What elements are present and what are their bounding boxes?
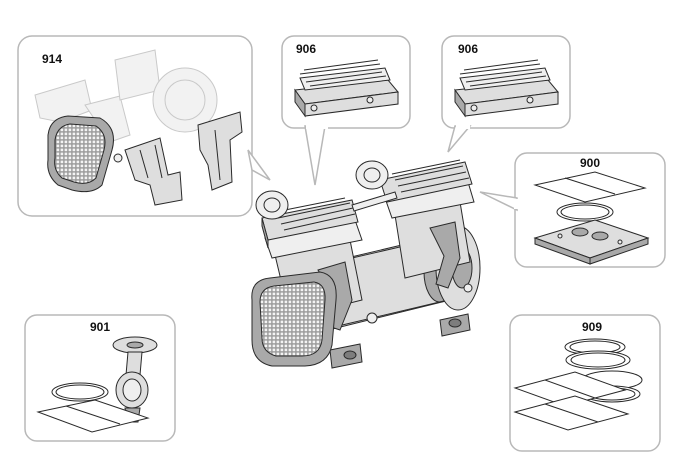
callout-panel-906-right: 906	[441, 35, 571, 153]
callout-label-909: 909	[582, 320, 602, 334]
callout-label-901: 901	[90, 320, 110, 334]
callout-label-914: 914	[42, 52, 62, 66]
callout-panel-901: 901	[24, 314, 176, 442]
callout-panel-906-left: 906	[281, 35, 411, 186]
callout-label-906-left: 906	[296, 42, 316, 56]
callout-panel-914: 914	[17, 35, 271, 217]
front-fan-housing	[251, 271, 337, 367]
callout-panel-909: 909	[509, 314, 661, 452]
callout-label-900: 900	[580, 156, 600, 170]
callout-panel-900: 900	[479, 152, 666, 268]
compressor-assembly	[251, 159, 481, 369]
callout-label-906-right: 906	[458, 42, 478, 56]
left-head-fins	[261, 197, 359, 249]
